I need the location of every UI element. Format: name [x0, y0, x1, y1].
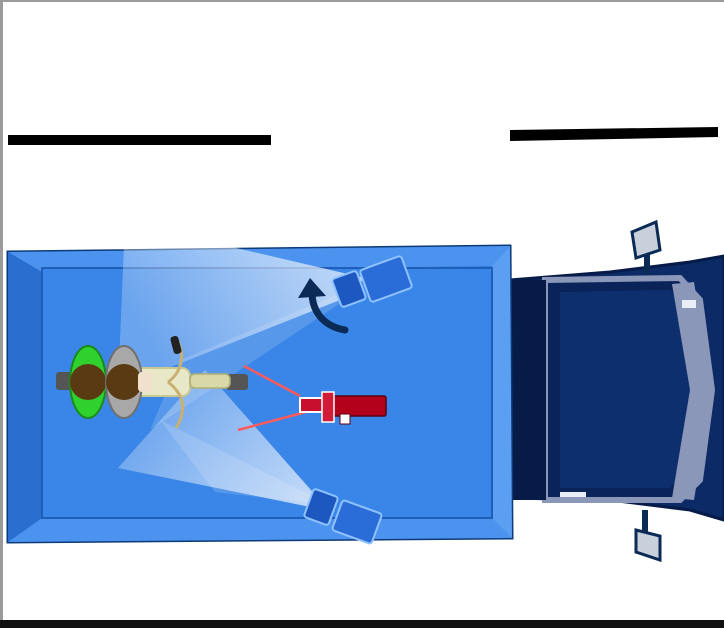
spotlight-bottom-body	[331, 499, 383, 545]
stage-bevel-left	[8, 252, 42, 542]
light-beam-bottom	[118, 370, 335, 512]
lane-marking-right	[510, 127, 718, 141]
mirror-glass-bottom	[634, 528, 662, 563]
frame-left	[0, 0, 3, 628]
performer-rider-face	[138, 372, 152, 392]
stage-bevel-bottom	[8, 518, 512, 542]
performer-rider-head	[106, 364, 142, 400]
frame-top	[0, 0, 724, 2]
truck-stripe	[672, 282, 712, 500]
truck-stripe-highlight-2	[560, 492, 586, 497]
truck-windshield	[560, 290, 696, 488]
motorcycle	[56, 335, 248, 429]
motorcycle-grip	[170, 335, 182, 355]
rotate-arrow-icon	[298, 278, 349, 334]
camera-body	[329, 395, 387, 417]
performer-rider	[105, 345, 152, 419]
spotlight-top-body	[359, 255, 413, 303]
performer-passenger-head	[70, 364, 106, 400]
motorcycle-handlebar-bottom	[167, 380, 185, 429]
camera-ray-bottom	[237, 410, 307, 432]
spotlight-top-lens	[331, 270, 367, 308]
motorcycle-fork	[189, 373, 231, 389]
mirror-glass-top	[630, 219, 662, 260]
light-beam-bottom-inner	[160, 420, 330, 505]
truck-stripe-highlight	[682, 300, 696, 308]
mirror-arm-top	[644, 252, 650, 274]
performer-passenger	[69, 345, 107, 419]
video-camera	[299, 391, 387, 425]
side-mirror-top	[630, 219, 662, 274]
stage-bevel-right	[492, 246, 512, 538]
spotlight-bottom-lens	[303, 488, 339, 526]
rotate-arrow-head	[298, 278, 326, 298]
spotlight-top	[331, 255, 413, 308]
camera-handle	[321, 391, 335, 423]
truck-front-edge	[510, 280, 546, 500]
truck-cab	[508, 254, 724, 522]
motorcycle-front-wheel	[226, 374, 248, 390]
mirror-arm-bottom	[642, 510, 648, 532]
camera-viewfinder	[339, 413, 351, 425]
lane-marking-left	[8, 135, 271, 145]
frame-bottom	[0, 620, 724, 628]
spotlight-bottom	[303, 488, 383, 545]
side-mirror-bottom	[634, 510, 662, 563]
camera-ray-top	[243, 364, 301, 398]
